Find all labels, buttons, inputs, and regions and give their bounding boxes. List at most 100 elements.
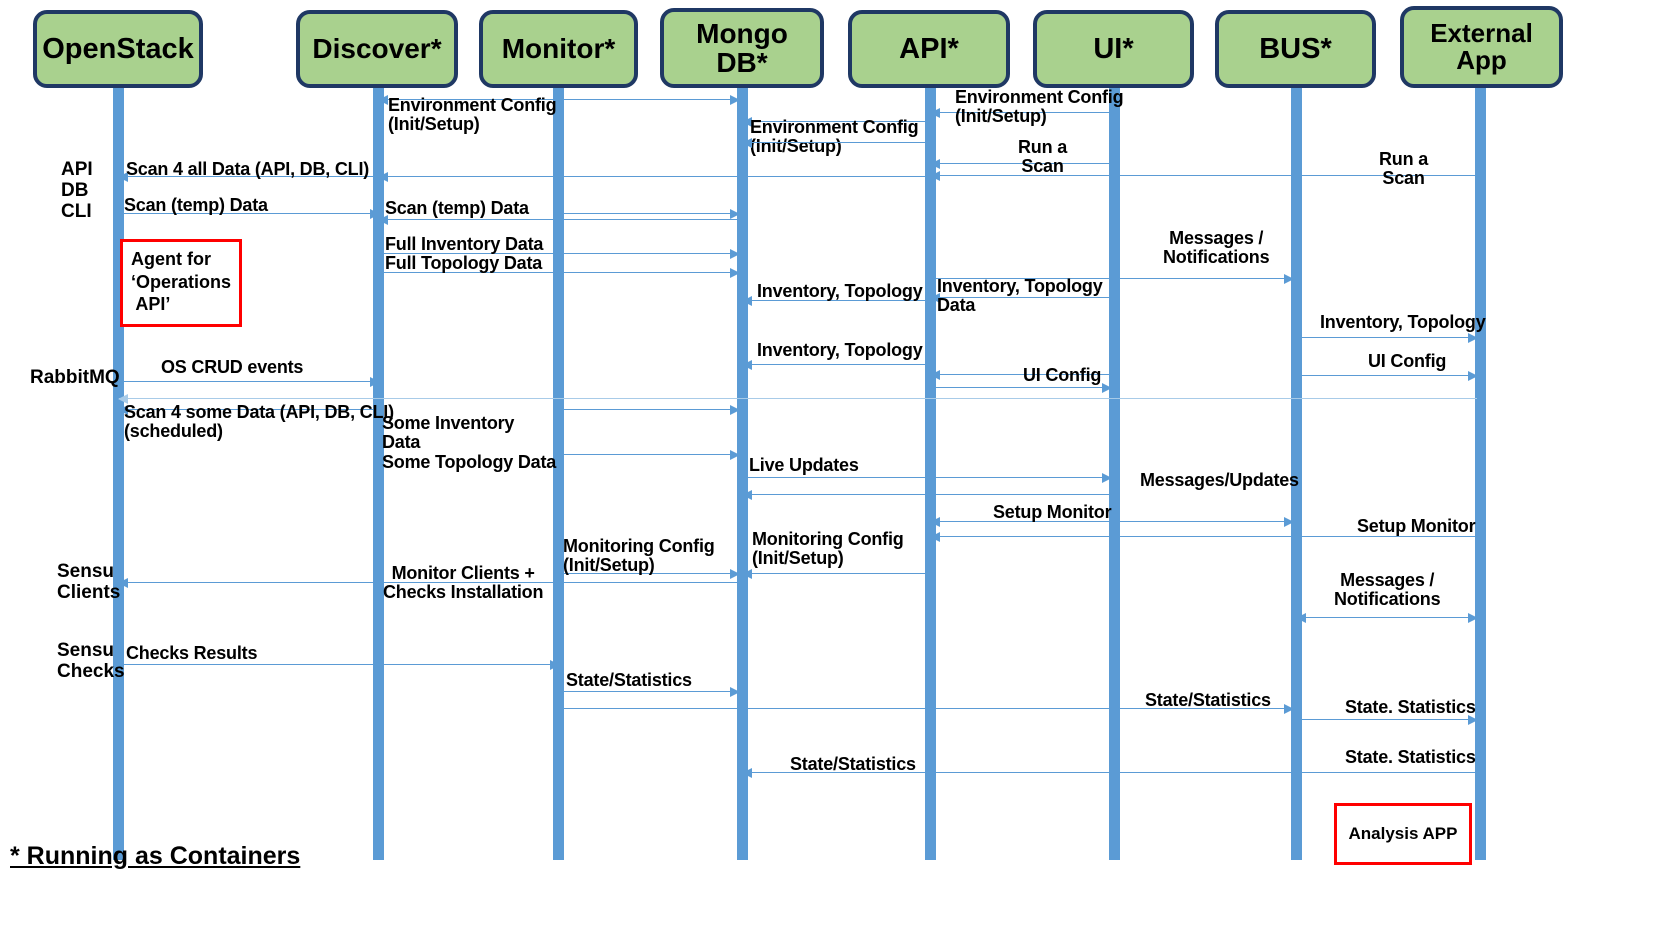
message-line — [743, 477, 1111, 478]
arrowhead-left-icon — [742, 767, 752, 778]
participant-ui[interactable]: UI* — [1033, 10, 1194, 88]
message-line — [119, 176, 379, 177]
message-line — [743, 121, 925, 122]
message-label-m25: Scan 4 some Data (API, DB, CLI) (schedul… — [124, 402, 394, 442]
message-line — [1297, 617, 1477, 618]
message-label-m34: Monitoring Config (Init/Setup) — [563, 536, 715, 576]
side-label-api-db-cli: API DB CLI — [61, 159, 93, 222]
side-label-sensu-checks: Sensu Checks — [57, 640, 125, 682]
participant-label-bus: BUS* — [1259, 32, 1332, 65]
arrowhead-left-icon — [118, 393, 128, 404]
message-label-m22: UI Config — [1368, 351, 1447, 371]
message-line — [931, 521, 1293, 522]
arrowhead-right-icon — [730, 568, 740, 579]
message-label-m06: Run a Scan — [1018, 137, 1068, 177]
message-label-m32: Setup Monitor — [1357, 516, 1476, 536]
participant-discover[interactable]: Discover* — [296, 10, 458, 88]
message-line — [931, 387, 1111, 388]
message-line — [379, 99, 559, 100]
message-line — [379, 253, 739, 254]
message-line — [559, 213, 739, 214]
message-label-m19: Inventory, Topology — [757, 340, 923, 360]
message-label-m20: UI Config — [1023, 365, 1102, 385]
message-line — [559, 99, 739, 100]
participant-label-monitor: Monitor* — [501, 33, 616, 65]
message-line — [379, 272, 739, 273]
message-label-m36: Messages / Notifications — [1334, 570, 1441, 610]
arrowhead-left-icon — [742, 489, 752, 500]
arrowhead-left-icon — [378, 94, 388, 105]
message-label-m11: Scan (temp) Data — [385, 198, 529, 218]
message-line — [743, 772, 1477, 773]
arrowhead-left-icon — [930, 170, 940, 181]
lifeline-bus — [1291, 86, 1302, 860]
arrowhead-left-icon — [118, 171, 128, 182]
participant-label-openstack: OpenStack — [42, 32, 194, 65]
message-label-m39: State/Statistics — [1145, 690, 1271, 710]
arrowhead-right-icon — [1284, 516, 1294, 527]
participant-extapp[interactable]: External App — [1400, 6, 1563, 88]
arrowhead-right-icon — [1468, 612, 1478, 623]
message-label-m41: State. Statistics — [1345, 747, 1476, 767]
arrowhead-right-icon — [1102, 382, 1112, 393]
lifeline-extapp — [1475, 86, 1486, 860]
message-label-m15: Messages / Notifications — [1163, 228, 1270, 268]
arrowhead-left-icon — [930, 292, 940, 303]
arrowhead-right-icon — [1284, 273, 1294, 284]
message-label-m03: Environment Config (Init/Setup) — [955, 87, 1124, 127]
participant-label-discover: Discover* — [312, 33, 442, 65]
arrowhead-right-icon — [1468, 370, 1478, 381]
message-line — [559, 708, 1293, 709]
message-line — [119, 664, 559, 665]
message-label-m07: Run a Scan — [1379, 149, 1429, 189]
lifeline-mongodb — [737, 86, 748, 860]
message-line — [119, 381, 379, 382]
arrowhead-left-icon — [1296, 612, 1306, 623]
message-line — [1297, 719, 1477, 720]
arrowhead-left-icon — [742, 137, 752, 148]
participant-monitor[interactable]: Monitor* — [479, 10, 638, 88]
message-label-m14: Full Topology Data — [385, 253, 543, 273]
arrowhead-right-icon — [730, 208, 740, 219]
message-label-m13: Full Inventory Data — [385, 234, 544, 254]
message-label-m28: Live Updates — [749, 455, 859, 475]
message-label-m38: State/Statistics — [566, 670, 692, 690]
arrowhead-right-icon — [1102, 472, 1112, 483]
message-label-m33: Monitoring Config (Init/Setup) — [752, 529, 904, 569]
participant-mongodb[interactable]: Mongo DB* — [660, 8, 824, 88]
arrowhead-right-icon — [370, 376, 380, 387]
message-line — [119, 409, 379, 410]
message-label-m16: Inventory, Topology — [757, 281, 923, 301]
arrowhead-left-icon — [930, 531, 940, 542]
arrowhead-right-icon — [730, 404, 740, 415]
message-label-m23: OS CRUD events — [161, 357, 304, 377]
arrowhead-left-icon — [742, 359, 752, 370]
participant-openstack[interactable]: OpenStack — [33, 10, 203, 88]
message-line — [559, 573, 739, 574]
message-label-m26: Some Inventory Data — [382, 413, 515, 453]
arrowhead-right-icon — [730, 686, 740, 697]
message-line — [931, 374, 1111, 375]
message-label-m01: Environment Config (Init/Setup) — [388, 95, 557, 135]
participant-bus[interactable]: BUS* — [1215, 10, 1376, 88]
message-label-m18: Inventory, Topology — [1320, 312, 1486, 332]
message-line — [743, 573, 925, 574]
message-line — [743, 494, 1111, 495]
message-line — [743, 364, 925, 365]
arrowhead-right-icon — [1284, 703, 1294, 714]
message-line — [1297, 375, 1477, 376]
arrowhead-right-icon — [730, 94, 740, 105]
lifeline-monitor — [553, 86, 564, 860]
message-line — [379, 219, 739, 220]
lifeline-ui — [1109, 86, 1120, 860]
lifeline-api — [925, 86, 936, 860]
participant-api[interactable]: API* — [848, 10, 1010, 88]
message-label-m37: Checks Results — [126, 643, 258, 663]
lifeline-openstack — [113, 86, 124, 860]
message-line — [559, 691, 739, 692]
message-line — [931, 112, 1111, 113]
message-line — [743, 300, 925, 301]
arrowhead-left-icon — [742, 568, 752, 579]
message-line — [119, 398, 1477, 399]
